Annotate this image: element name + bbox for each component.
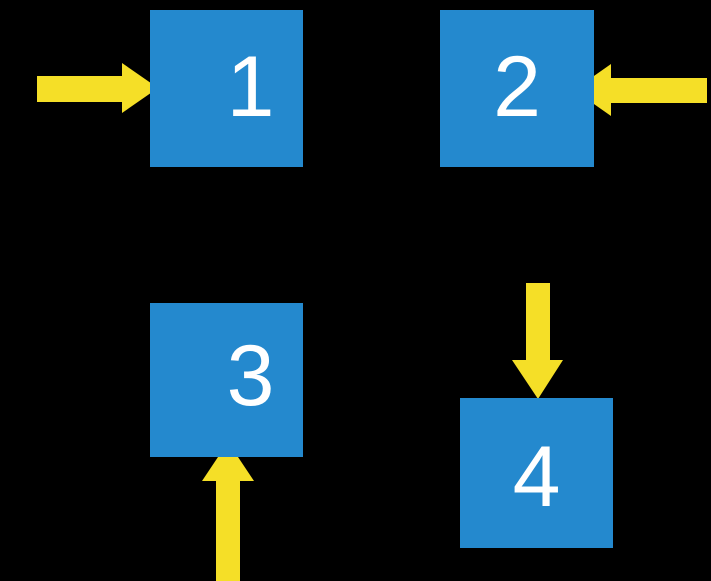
arrow-up-into-node-3-icon	[202, 442, 254, 581]
node-box-3[interactable]: 3	[150, 303, 303, 457]
arrow-down-into-node-4-icon	[512, 283, 563, 399]
node-box-4[interactable]: 4	[460, 398, 613, 548]
node-box-2[interactable]: 2	[440, 10, 594, 167]
node-box-4-label: 4	[512, 429, 561, 525]
arrow-right-into-node-1-icon	[37, 63, 158, 113]
node-box-1-label: 1	[226, 38, 275, 135]
node-box-1[interactable]: 1	[150, 10, 303, 167]
node-box-3-label: 3	[226, 328, 275, 424]
node-box-2-label: 2	[493, 38, 541, 135]
